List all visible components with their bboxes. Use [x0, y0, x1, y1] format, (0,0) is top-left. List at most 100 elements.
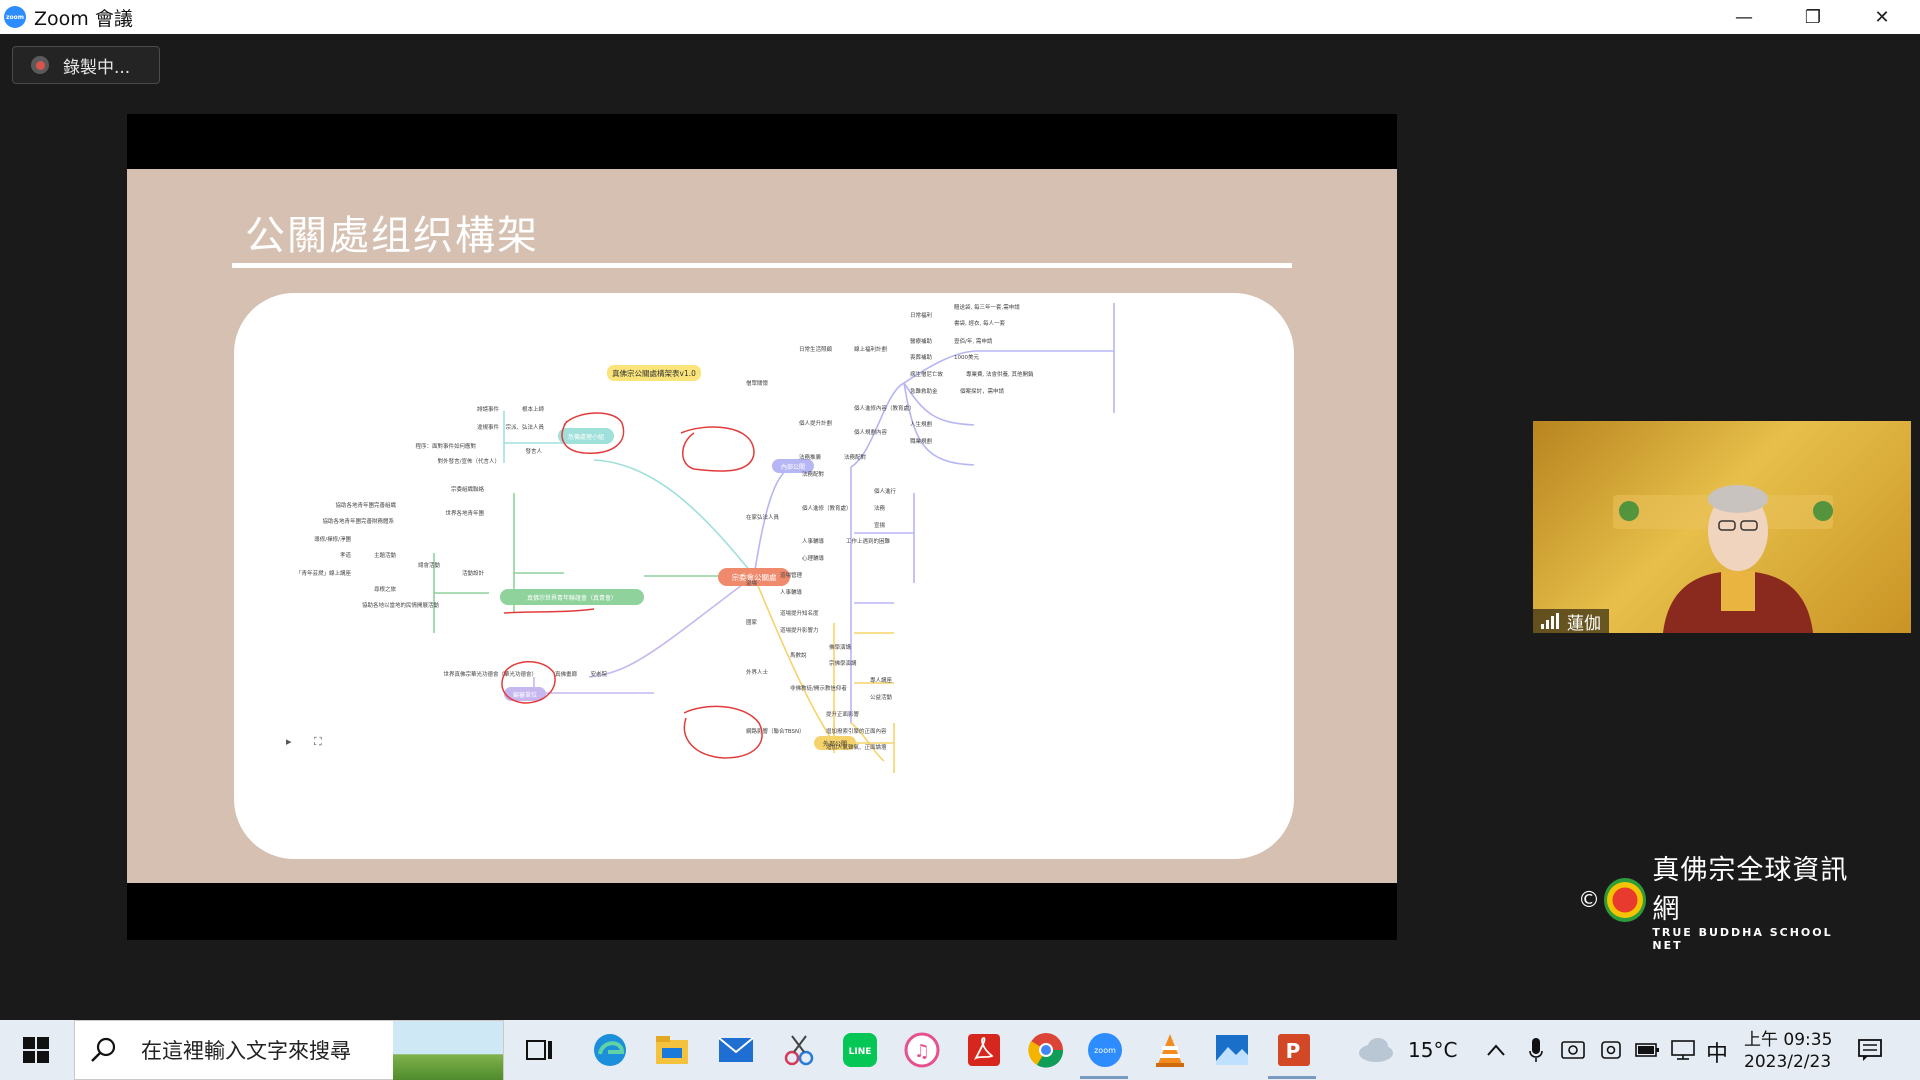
line-icon[interactable]: LINE: [840, 1030, 880, 1070]
battery-icon[interactable]: [1632, 1030, 1662, 1070]
acrobat-icon[interactable]: [964, 1030, 1004, 1070]
leaf: 急難救助金: [910, 387, 938, 395]
powerpoint-icon[interactable]: P: [1274, 1030, 1314, 1070]
tbsn-watermark: © 真佛宗全球資訊網 TRUE BUDDHA SCHOOL NET: [1578, 855, 1868, 952]
leaf: 道場管理: [780, 571, 803, 579]
record-icon: [31, 56, 49, 74]
tbsn-seal-icon: [1604, 878, 1647, 922]
windows-taskbar: 在這裡輸入文字來搜尋 LINE ♫ zoom: [0, 1020, 1920, 1080]
notification-icon[interactable]: [1850, 1030, 1890, 1070]
leaf: 1000美元: [954, 353, 979, 361]
network-icon[interactable]: [1668, 1030, 1698, 1070]
leaf: 「青年芸燃」線上講座: [296, 569, 352, 577]
screen-share-tray-icon[interactable]: [1558, 1030, 1588, 1070]
chrome-icon[interactable]: [1026, 1030, 1066, 1070]
vlc-icon[interactable]: [1150, 1030, 1190, 1070]
leaf: 協助各地青年團完善財務體系: [322, 517, 394, 525]
leaf: 尋根之旅: [374, 585, 397, 593]
leaf: 導修/禪修/淨團: [314, 535, 351, 543]
leaf: 活動設計: [462, 569, 485, 577]
mindmap-image: 真佛宗公關處構架表v1.0 宗委會公關處 危機處理小組 真佛宗世界青年聯誼會（真…: [234, 293, 1294, 859]
clock-date[interactable]: 2023/2/23: [1744, 1052, 1832, 1072]
search-placeholder: 在這裡輸入文字來搜尋: [141, 1039, 351, 1063]
leaf: 個人規劃內容: [854, 428, 888, 436]
taskbar-search[interactable]: 在這裡輸入文字來搜尋: [74, 1020, 504, 1080]
weather-temperature[interactable]: 15°C: [1408, 1038, 1458, 1062]
recording-badge[interactable]: 錄製中...: [12, 46, 160, 84]
zoom-active-indicator: [1080, 1076, 1128, 1079]
leaf: 增加人氣聲氣、正面論壇: [826, 743, 887, 751]
annotation-circle: [561, 412, 625, 454]
node-editor: 編審單位: [513, 691, 537, 699]
presentation-slide: 公關處组织構架: [127, 169, 1397, 883]
signal-strength-icon: [1541, 613, 1559, 629]
slide-nav-icon[interactable]: ▸: [286, 735, 292, 748]
svg-text:P: P: [1286, 1039, 1301, 1063]
leaf: 個人進修內容（教育處）: [854, 404, 915, 412]
leaf: 法務推廣: [799, 453, 822, 461]
leaf: 專人講座: [870, 676, 893, 684]
annotation-circle: [501, 661, 556, 704]
leaf: 安老院: [590, 670, 607, 678]
node-internal: 內部公關: [781, 463, 805, 471]
snip-sketch-icon[interactable]: [778, 1030, 818, 1070]
leaf: 程序：面對事件如何應對: [415, 442, 476, 450]
itunes-icon[interactable]: ♫: [902, 1030, 942, 1070]
watermark-cn: 真佛宗全球資訊網: [1652, 855, 1849, 925]
zoom-taskbar-icon[interactable]: zoom: [1085, 1030, 1125, 1070]
leaf: 真佛畫廊: [555, 670, 578, 678]
start-button[interactable]: [0, 1020, 72, 1080]
leaf: 網路影響（聯合TBSN）: [746, 727, 805, 735]
leaf: 病生僧尼亡故: [910, 370, 944, 378]
leaf: 人事輔導: [780, 588, 803, 596]
restore-button[interactable]: ❐: [1804, 6, 1822, 28]
title-underline: [232, 263, 1292, 268]
task-view-icon[interactable]: [520, 1030, 560, 1070]
node-youth: 真佛宗世界青年聯誼會（真青會）: [527, 594, 617, 602]
microphone-icon[interactable]: [1524, 1030, 1548, 1070]
edge-icon[interactable]: [590, 1030, 630, 1070]
leaf: 個人進修（教育處）: [802, 504, 852, 512]
annotation-circle: [680, 426, 755, 472]
leaf: 法務: [874, 504, 886, 512]
camera-tray-icon[interactable]: [1596, 1030, 1626, 1070]
shared-screen: 公關處组织構架: [127, 114, 1397, 940]
participant-video[interactable]: 蓮伽: [1533, 421, 1911, 633]
zoom-logo-icon: zoom: [4, 6, 26, 28]
search-highlight-image: [393, 1021, 503, 1080]
minimize-button[interactable]: —: [1735, 6, 1753, 28]
leaf: 醫療補助: [910, 337, 933, 345]
leaf: 人事輔導: [802, 537, 825, 545]
leaf: 壹佰/年, 需申請: [954, 337, 993, 345]
mindmap-root: 宗委會公關處: [732, 572, 777, 582]
chevron-up-icon[interactable]: [1484, 1030, 1508, 1070]
photos-icon[interactable]: [1212, 1030, 1252, 1070]
node-external: 外部公關: [823, 740, 847, 748]
mail-icon[interactable]: [716, 1030, 756, 1070]
leaf: 誹謗事件: [477, 405, 500, 413]
watermark-en: TRUE BUDDHA SCHOOL NET: [1652, 926, 1833, 952]
mindmap-diagram: 真佛宗公關處構架表v1.0 宗委會公關處 危機處理小組 真佛宗世界青年聯誼會（真…: [296, 303, 1115, 773]
leaf: 宗佛學演講: [829, 659, 857, 667]
file-explorer-icon[interactable]: [652, 1030, 692, 1070]
participant-name-tag: 蓮伽: [1533, 609, 1609, 633]
fullscreen-icon[interactable]: ⛶: [314, 735, 322, 748]
recording-label: 錄製中...: [63, 57, 131, 78]
leaf: 法務配對: [844, 453, 867, 461]
leaf: 外界人士: [746, 668, 769, 676]
svg-text:zoom: zoom: [1094, 1046, 1116, 1055]
leaf: 增加撥索引擎的正面內容: [826, 727, 887, 735]
close-button[interactable]: ✕: [1874, 6, 1890, 28]
clock-time[interactable]: 上午 09:35: [1744, 1030, 1833, 1050]
participant-video-frame: [1613, 485, 1833, 633]
search-icon: [91, 1037, 116, 1062]
leaf: 道場: [746, 579, 758, 587]
leaf: 贈送袋, 每三年一套,需申請: [954, 303, 1020, 311]
leaf: 宣揚: [874, 521, 886, 529]
leaf: 世界真佛宗華光功德會（華光功德會）: [443, 670, 537, 678]
participant-name: 蓮伽: [1567, 613, 1601, 634]
leaf: 違規事件: [477, 423, 500, 431]
ime-indicator[interactable]: 中: [1706, 1042, 1729, 1067]
windows-logo-icon: [23, 1037, 49, 1063]
